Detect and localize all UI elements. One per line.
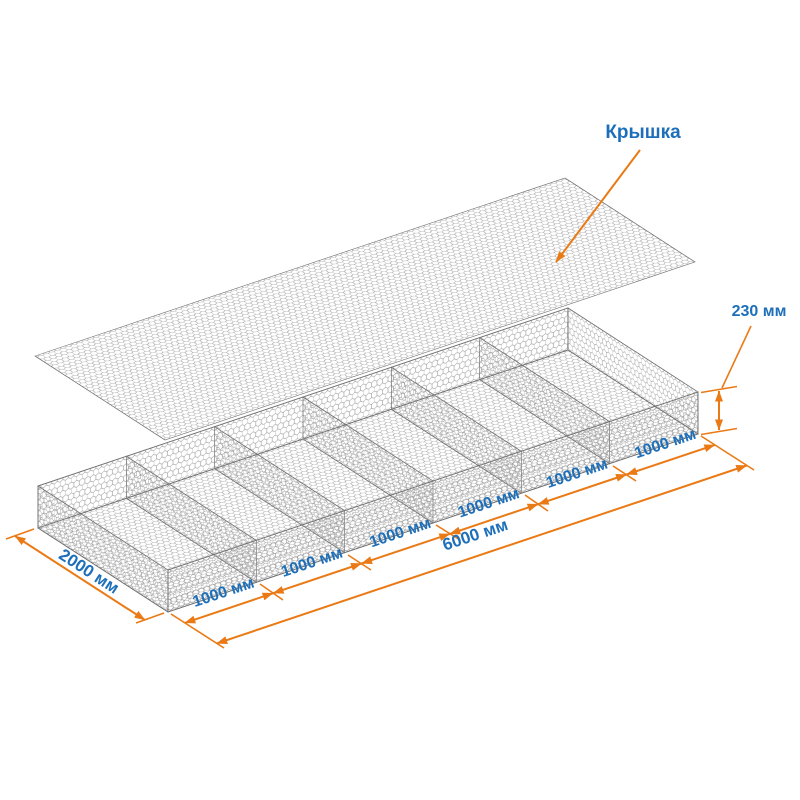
width-extension-line-1 [5, 528, 35, 540]
lid-leader-line [555, 149, 641, 263]
width-extension-line-2 [135, 612, 165, 624]
lid-label: Крышка [605, 122, 681, 143]
lid-mesh-panel [34, 177, 696, 441]
length-dimension-arrow [216, 464, 748, 645]
length-extension-lines [170, 435, 755, 649]
width-dimension-arrow [14, 535, 146, 621]
height-extension-line-top [700, 385, 738, 394]
height-dimension-label: 230 мм [732, 303, 787, 320]
height-extension-line-bottom [700, 427, 738, 436]
height-leader-line [721, 325, 752, 389]
